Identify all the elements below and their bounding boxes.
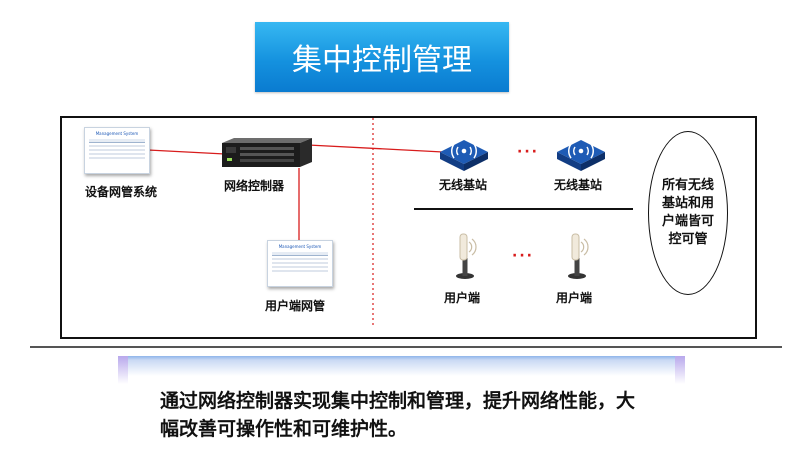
terminal-ellipsis: ···	[512, 248, 534, 264]
station-ellipsis: ···	[517, 144, 539, 160]
page-title: 集中控制管理	[292, 43, 472, 78]
user-mgmt-screenshot: Management System	[267, 240, 333, 287]
control-scope-oval: 所有无线基站和用户端皆可控可管	[648, 131, 728, 295]
user-terminal-label-2: 用户端	[556, 291, 593, 305]
section-divider	[30, 346, 782, 348]
thumbnail-title: Management System	[95, 131, 139, 136]
thumbnail-title: Management System	[278, 244, 322, 249]
summary-text: 通过网络控制器实现集中控制和管理，提升网络性能，大幅改善可操作性和可维护性。	[160, 390, 636, 440]
device-mgmt-label: 设备网管系统	[85, 185, 158, 199]
device-mgmt-screenshot: Management System	[84, 127, 150, 174]
base-station-label-2: 无线基站	[554, 178, 603, 192]
summary-accent-bar	[118, 356, 685, 384]
oval-text: 所有无线基站和用户端皆可控可管	[661, 178, 714, 247]
base-station-label-1: 无线基站	[439, 178, 488, 192]
user-terminal-label-1: 用户端	[444, 291, 481, 305]
controller-label: 网络控制器	[224, 179, 285, 193]
user-mgmt-label: 用户端网管	[265, 299, 326, 313]
title-banner: 集中控制管理	[255, 22, 509, 92]
diagram-frame	[60, 116, 757, 339]
